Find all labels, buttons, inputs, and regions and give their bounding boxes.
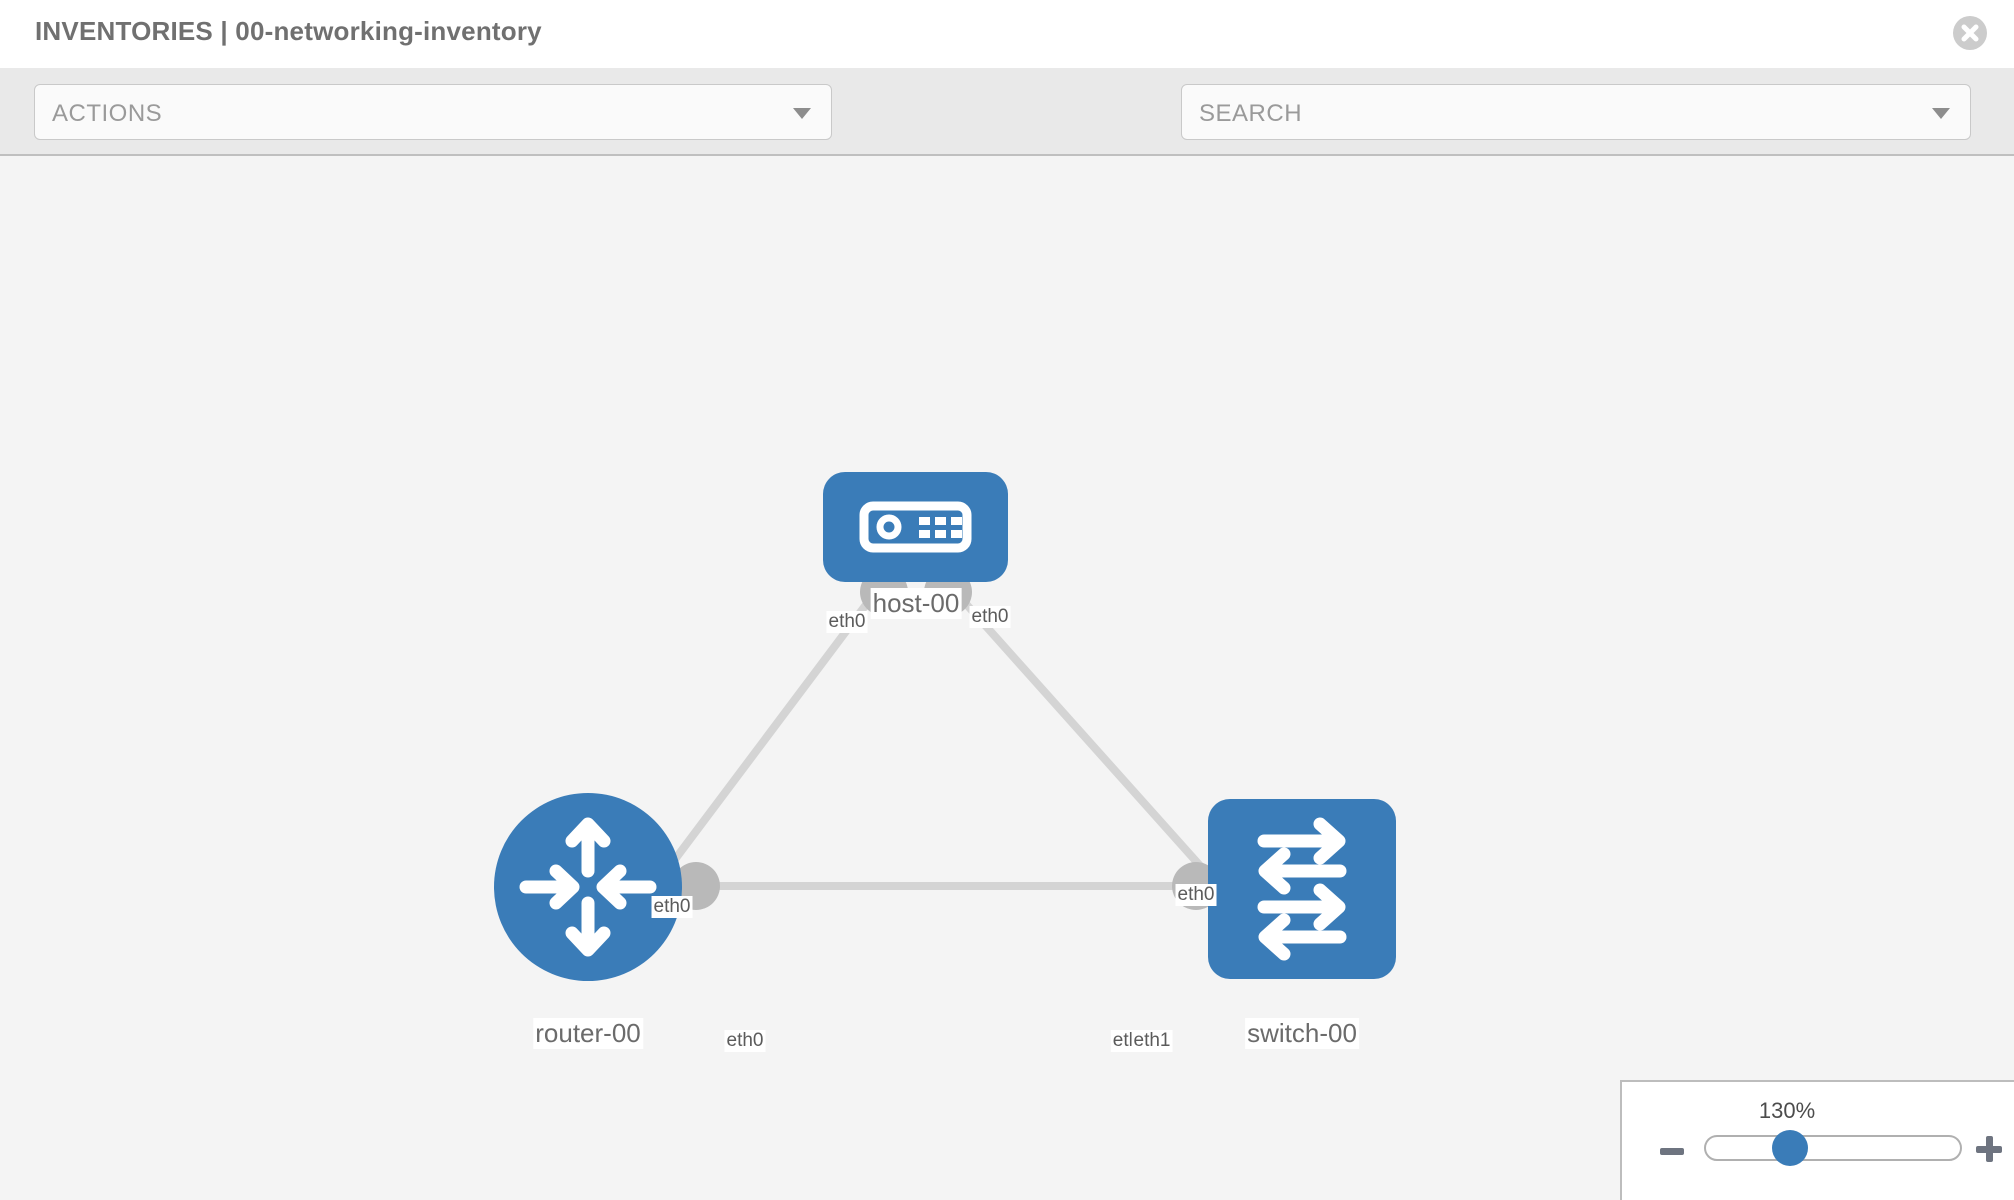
node-host-00[interactable]	[823, 472, 1008, 582]
actions-dropdown[interactable]: ACTIONS	[34, 84, 832, 140]
topology-edges	[636, 568, 1266, 950]
chevron-down-icon	[1932, 108, 1950, 119]
node-switch-00[interactable]	[1208, 799, 1396, 979]
edge-host-router	[636, 583, 884, 909]
chevron-down-icon	[793, 108, 811, 119]
four-arrows-icon	[519, 817, 657, 957]
page-title: INVENTORIES | 00-networking-inventory	[35, 16, 542, 46]
zoom-slider-thumb[interactable]	[1772, 1130, 1808, 1166]
zoom-slider-track[interactable]	[1704, 1135, 1962, 1161]
server-device-icon	[859, 501, 972, 553]
edge-label-router-upper: eth0	[651, 896, 693, 918]
zoom-control-panel: 130%	[1620, 1080, 2014, 1200]
node-label-router-00: router-00	[533, 1018, 643, 1049]
topology-canvas[interactable]: host-00 eth0 eth0 router-00 eth0 eth0	[0, 156, 2014, 1200]
edge-label-switch-upper: eth0	[1175, 884, 1217, 906]
search-placeholder: SEARCH	[1199, 100, 1303, 127]
search-input[interactable]: SEARCH	[1181, 84, 1971, 140]
edge-label-host-left: eth0	[826, 611, 868, 633]
edge-label-host-right: eth0	[969, 606, 1011, 628]
zoom-level-value: 130%	[1758, 1098, 1816, 1123]
page-header: INVENTORIES | 00-networking-inventory	[0, 0, 2014, 68]
zoom-in-button[interactable]	[1976, 1136, 2002, 1162]
edge-label-switch-left: eth1	[1131, 1030, 1173, 1052]
edge-label-router-right: eth0	[724, 1030, 766, 1052]
zoom-out-button[interactable]	[1660, 1148, 1684, 1155]
actions-dropdown-label: ACTIONS	[52, 100, 163, 127]
edge-host-switch	[947, 583, 1248, 919]
node-label-switch-00: switch-00	[1245, 1018, 1359, 1049]
switch-arrows-icon	[1257, 817, 1347, 961]
node-label-host-00: host-00	[870, 588, 962, 619]
node-router-00[interactable]	[494, 793, 682, 981]
close-icon[interactable]	[1953, 16, 1987, 50]
toolbar: ACTIONS SEARCH	[0, 68, 2014, 200]
